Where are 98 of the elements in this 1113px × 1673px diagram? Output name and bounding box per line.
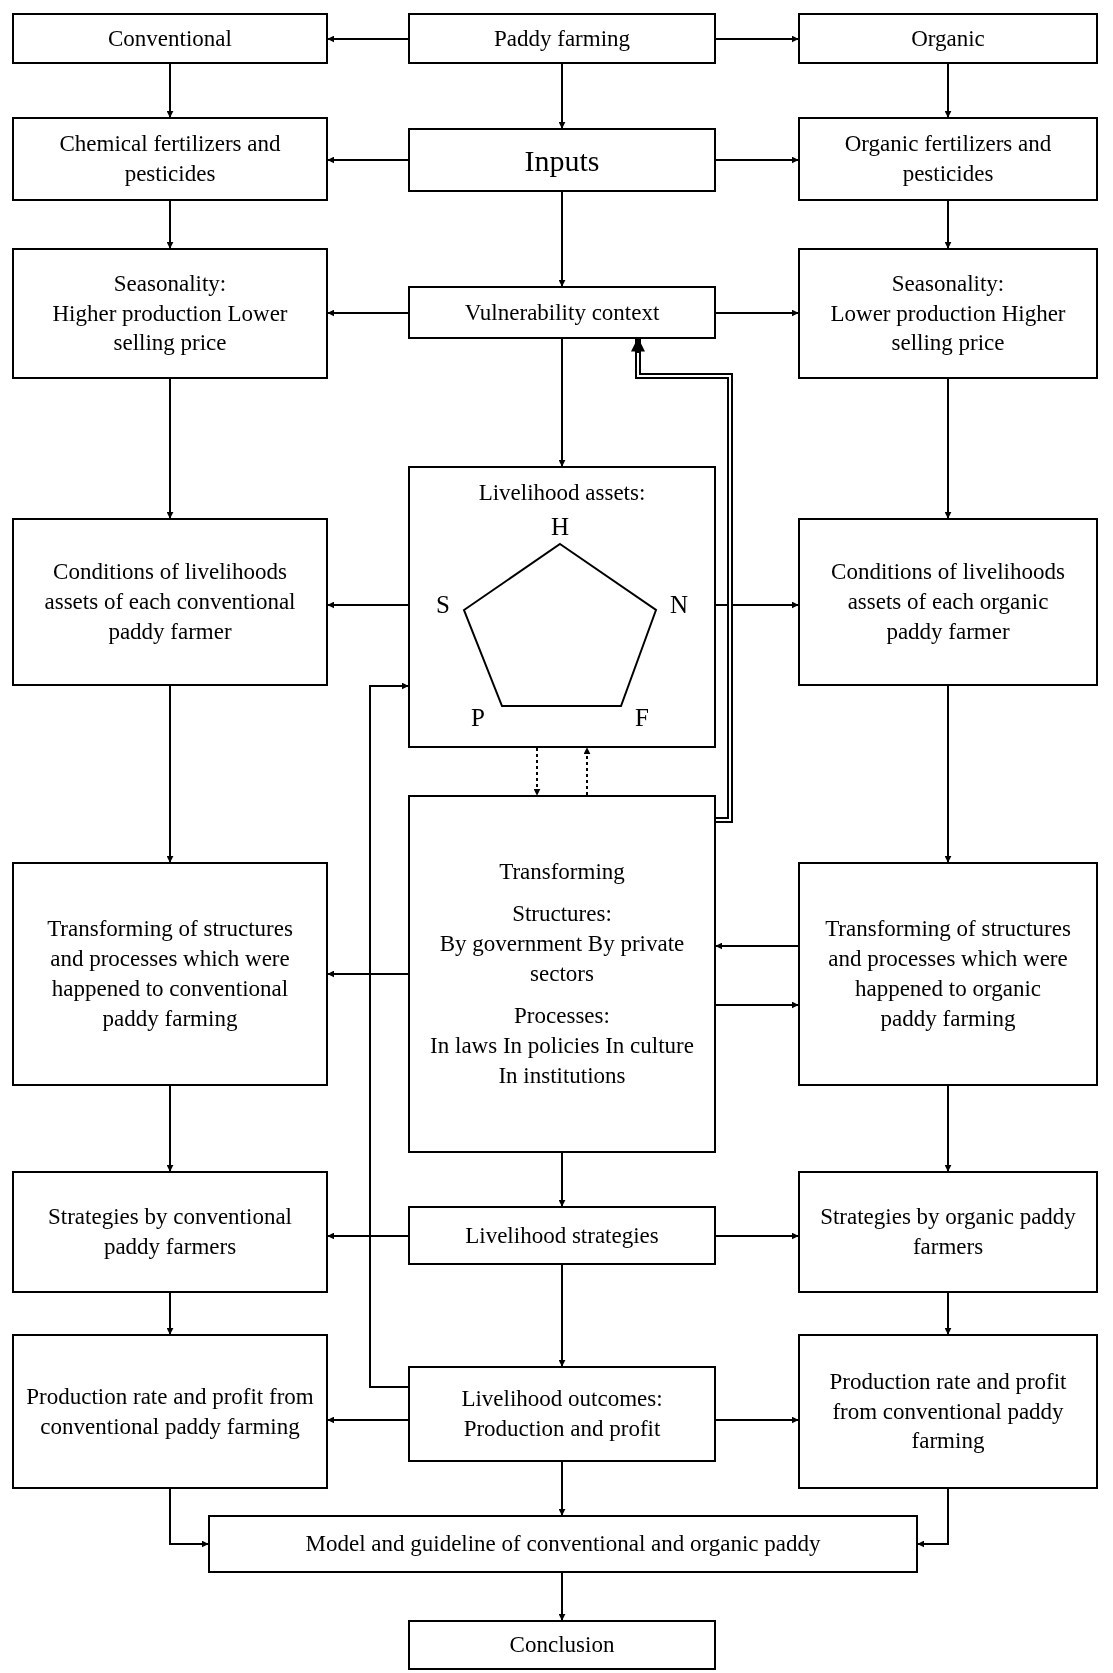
- box-label: Paddy farming: [493, 24, 631, 53]
- arrow: [715, 1001, 799, 1009]
- process-box: [798, 518, 1098, 686]
- arrow: [944, 685, 952, 863]
- process-box: [408, 128, 716, 192]
- dashed-arrow: [583, 747, 591, 796]
- vertex-letter: N: [669, 591, 689, 617]
- arrow: [166, 1292, 174, 1335]
- box-label: Transforming of structures and processes which were happened to organic paddy farming: [824, 915, 1072, 1033]
- box-label: Transforming: [499, 858, 625, 887]
- process-box: [408, 1620, 716, 1670]
- arrow: [166, 1085, 174, 1172]
- arrow: [944, 378, 952, 519]
- box-label: Production rate and profit from conventional paddy farming: [828, 1367, 1068, 1456]
- arrow: [327, 1232, 409, 1240]
- process-box: [408, 1366, 716, 1462]
- arrow: [327, 601, 409, 609]
- arrow: [558, 1461, 566, 1516]
- box-label: Conventional: [108, 24, 232, 53]
- vertex-letter: H: [550, 513, 570, 539]
- arrow: [327, 156, 409, 164]
- box-label: Livelihood strategies: [465, 1221, 659, 1250]
- arrow: [558, 1264, 566, 1367]
- process-box: [408, 286, 716, 339]
- arrow: [166, 63, 174, 118]
- process-box: [798, 1171, 1098, 1293]
- process-box: [12, 518, 328, 686]
- arrow: [166, 378, 174, 519]
- arrow: [558, 1152, 566, 1207]
- box-label: By government By private sectors: [438, 930, 686, 989]
- arrow: [327, 309, 409, 317]
- arrow: [715, 309, 799, 317]
- box-label: Conditions of livelihoods assets of each conventional paddy farmer: [43, 558, 297, 646]
- arrow: [715, 601, 799, 609]
- process-box: [12, 1171, 328, 1293]
- arrow: [327, 970, 409, 978]
- box-label: Transforming of structures and processes which were happened to conventional paddy farming: [46, 915, 294, 1033]
- vertex-letter: F: [635, 704, 649, 730]
- box-label: Strategies by conventional paddy farmers: [47, 1203, 293, 1261]
- process-box: [12, 13, 328, 64]
- box-label: Strategies by organic paddy farmers: [819, 1203, 1077, 1261]
- box-label: Structures:: [512, 900, 612, 929]
- process-box: [798, 248, 1098, 379]
- arrow: [327, 1416, 409, 1424]
- vertex-letter: S: [436, 591, 450, 617]
- box-label: Livelihood outcomes:: [461, 1385, 663, 1414]
- double-line-arrow: [631, 337, 733, 823]
- arrow: [944, 200, 952, 249]
- box-label: Seasonality:: [113, 269, 227, 298]
- arrow: [169, 1488, 209, 1548]
- arrow: [715, 35, 799, 43]
- arrow: [327, 35, 409, 43]
- arrow: [715, 156, 799, 164]
- arrow: [369, 682, 409, 1388]
- arrow: [558, 1572, 566, 1621]
- process-box: [798, 13, 1098, 64]
- box-label: Model and guideline of conventional and organic paddy: [305, 1530, 821, 1559]
- arrow: [558, 63, 566, 129]
- dashed-arrow: [533, 747, 541, 796]
- process-box: [208, 1515, 918, 1573]
- arrow: [917, 1488, 949, 1548]
- box-label: Lower production Higher selling price: [830, 299, 1066, 358]
- arrow: [715, 942, 799, 950]
- arrow: [715, 1232, 799, 1240]
- box-label: Inputs: [524, 142, 600, 179]
- arrow: [558, 191, 566, 287]
- process-box: [12, 248, 328, 379]
- box-label: Conditions of livelihoods assets of each organic paddy farmer: [830, 558, 1066, 646]
- arrow: [558, 338, 566, 467]
- process-box: [12, 1334, 328, 1489]
- arrow: [715, 1416, 799, 1424]
- box-label: Livelihood assets:: [477, 479, 647, 507]
- process-box: [408, 1206, 716, 1265]
- process-box: [408, 466, 716, 748]
- process-box: [12, 117, 328, 201]
- arrow: [944, 1085, 952, 1172]
- box-label: Processes:: [514, 1001, 610, 1030]
- box-label: Organic: [911, 24, 985, 53]
- process-box: [408, 795, 716, 1153]
- process-box: [798, 1334, 1098, 1489]
- arrow: [944, 1292, 952, 1335]
- box-label: Production rate and profit from conventional paddy farming: [25, 1382, 315, 1441]
- process-box: [12, 862, 328, 1086]
- arrow: [166, 685, 174, 863]
- box-label: Organic fertilizers and pesticides: [843, 130, 1053, 188]
- box-label: Production and profit: [463, 1415, 661, 1443]
- process-box: [408, 13, 716, 64]
- box-label: Higher production Lower selling price: [51, 299, 289, 358]
- arrow: [944, 63, 952, 118]
- box-label: In laws In policies In culture In institutions: [429, 1031, 695, 1090]
- vertex-letter: P: [471, 704, 485, 730]
- process-box: [798, 862, 1098, 1086]
- process-box: [798, 117, 1098, 201]
- arrow: [166, 200, 174, 249]
- box-label: Chemical fertilizers and pesticides: [58, 130, 282, 188]
- box-label: Conclusion: [509, 1631, 615, 1660]
- box-label: Vulnerability context: [464, 298, 660, 327]
- box-label: Seasonality:: [891, 269, 1005, 298]
